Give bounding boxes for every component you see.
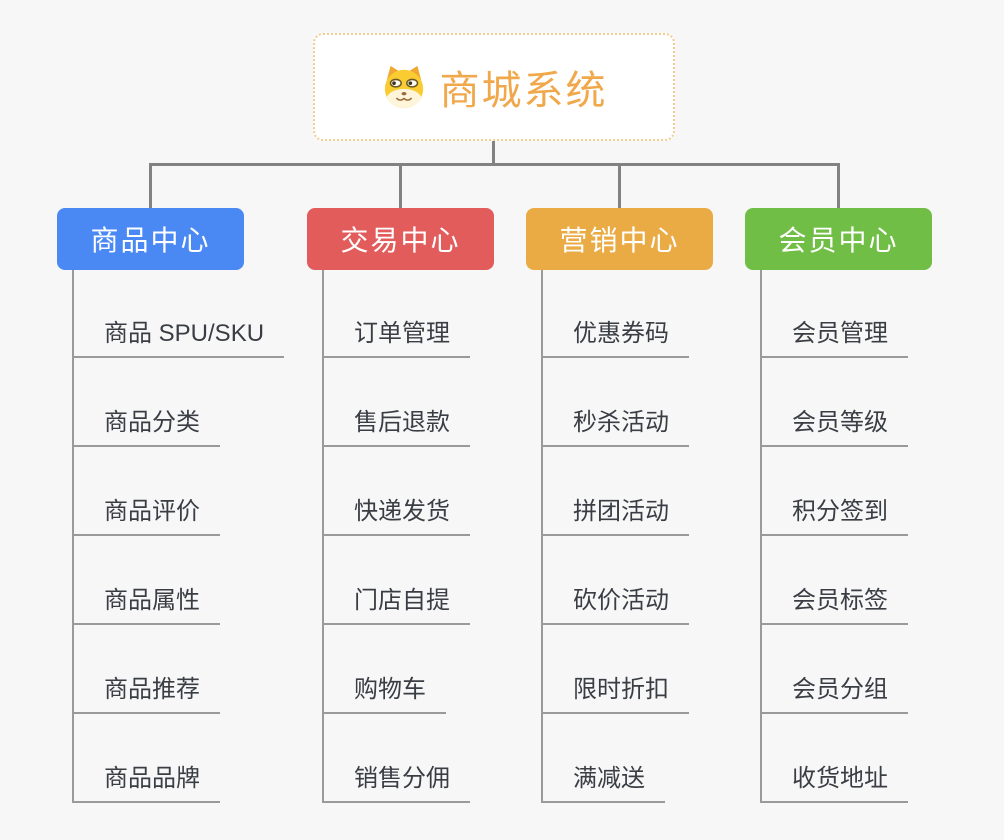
child-node-label: 门店自提 (322, 580, 470, 625)
branch-node[interactable]: 交易中心 (307, 208, 494, 270)
child-node-label: 商品 SPU/SKU (72, 313, 285, 358)
child-node-label: 限时折扣 (541, 669, 689, 714)
child-node[interactable]: 拼团活动 (541, 447, 791, 536)
branch-label: 商品中心 (90, 225, 211, 256)
child-node-label: 会员管理 (760, 313, 908, 358)
child-node-label: 拼团活动 (541, 491, 689, 536)
child-node-label: 砍价活动 (541, 580, 689, 625)
branch-node[interactable]: 会员中心 (745, 208, 932, 270)
child-node-label: 优惠券码 (541, 313, 689, 358)
branch-label: 营销中心 (559, 225, 680, 256)
child-node[interactable]: 订单管理 (322, 270, 572, 358)
child-node[interactable]: 快递发货 (322, 447, 572, 536)
child-node-label: 商品推荐 (72, 669, 220, 714)
connector-branch-drop (149, 163, 152, 210)
connector-branch-drop (399, 163, 402, 210)
child-node-label: 商品评价 (72, 491, 220, 536)
child-node[interactable]: 收货地址 (760, 714, 1004, 803)
child-node[interactable]: 积分签到 (760, 447, 1004, 536)
child-node-label: 会员标签 (760, 580, 908, 625)
child-node[interactable]: 限时折扣 (541, 625, 791, 714)
child-node[interactable]: 会员标签 (760, 536, 1004, 625)
connector-branch-drop (837, 163, 840, 210)
child-node-label: 购物车 (322, 669, 446, 714)
child-node-label: 会员等级 (760, 402, 908, 447)
connector-branch-line (541, 270, 543, 803)
child-node[interactable]: 售后退款 (322, 358, 572, 447)
root-title: 商城系统 (439, 69, 608, 113)
child-node-label: 商品分类 (72, 402, 220, 447)
connector-branch-line (322, 270, 324, 803)
branch-children-column: 订单管理售后退款快递发货门店自提购物车销售分佣 (322, 270, 572, 803)
doge-icon (384, 65, 423, 109)
root-node[interactable]: 商城系统 (313, 33, 675, 141)
child-node[interactable]: 购物车 (322, 625, 572, 714)
child-node[interactable]: 门店自提 (322, 536, 572, 625)
child-node[interactable]: 商品属性 (72, 536, 322, 625)
child-node[interactable]: 销售分佣 (322, 714, 572, 803)
child-node[interactable]: 秒杀活动 (541, 358, 791, 447)
connector-branch-drop (618, 163, 621, 210)
branch-node[interactable]: 商品中心 (57, 208, 244, 270)
branch-children-column: 商品 SPU/SKU 商品分类商品评价商品属性商品推荐商品品牌 (72, 270, 322, 803)
child-node-label: 积分签到 (760, 491, 908, 536)
branch-children-column: 会员管理会员等级积分签到会员标签会员分组收货地址 (760, 270, 1004, 803)
child-node-label: 满减送 (541, 758, 665, 803)
branch-label: 交易中心 (340, 225, 461, 256)
branch-children-column: 优惠券码秒杀活动拼团活动砍价活动限时折扣满减送 (541, 270, 791, 803)
connector-root-drop (492, 141, 495, 166)
child-node-label: 会员分组 (760, 669, 908, 714)
branch-label: 会员中心 (778, 225, 899, 256)
child-node-label: 商品属性 (72, 580, 220, 625)
child-node[interactable]: 商品品牌 (72, 714, 322, 803)
child-node[interactable]: 会员分组 (760, 625, 1004, 714)
child-node-label: 商品品牌 (72, 758, 220, 803)
child-node[interactable]: 优惠券码 (541, 270, 791, 358)
child-node[interactable]: 满减送 (541, 714, 791, 803)
child-node[interactable]: 商品分类 (72, 358, 322, 447)
child-node-label: 快递发货 (322, 491, 470, 536)
connector-rail (149, 163, 840, 166)
child-node[interactable]: 商品推荐 (72, 625, 322, 714)
child-node-label: 售后退款 (322, 402, 470, 447)
child-node-label: 订单管理 (322, 313, 470, 358)
child-node[interactable]: 会员等级 (760, 358, 1004, 447)
child-node[interactable]: 商品评价 (72, 447, 322, 536)
child-node-label: 销售分佣 (322, 758, 470, 803)
child-node-label: 收货地址 (760, 758, 908, 803)
connector-branch-line (72, 270, 74, 803)
child-node[interactable]: 会员管理 (760, 270, 1004, 358)
child-node[interactable]: 商品 SPU/SKU (72, 270, 322, 358)
branch-node[interactable]: 营销中心 (526, 208, 713, 270)
connector-branch-line (760, 270, 762, 803)
child-node-label: 秒杀活动 (541, 402, 689, 447)
child-node[interactable]: 砍价活动 (541, 536, 791, 625)
